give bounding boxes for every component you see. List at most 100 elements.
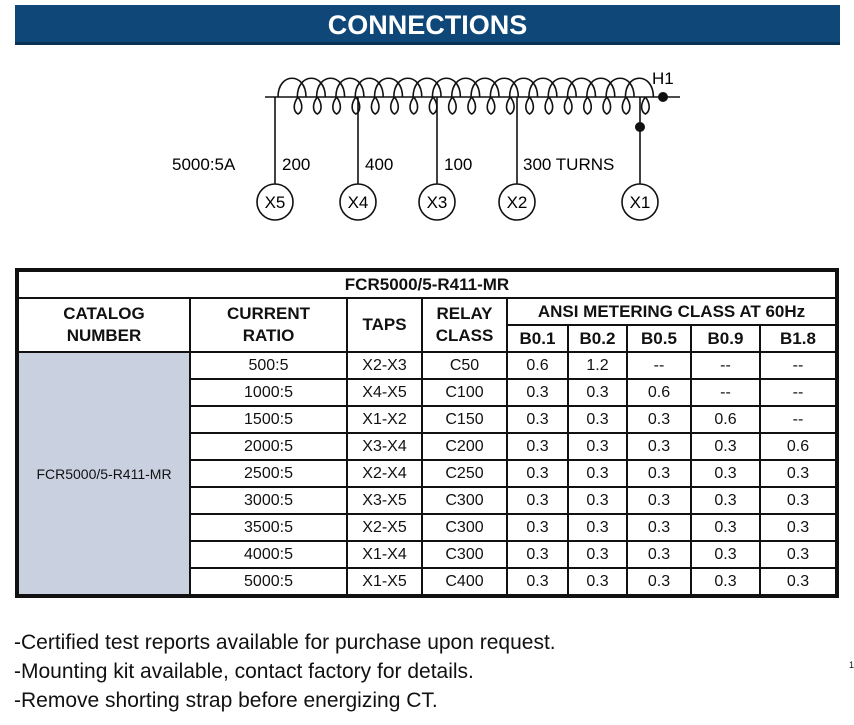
table-cell: 0.3 [759, 459, 838, 488]
table-cell: C250 [421, 459, 508, 488]
ratings-table: FCR5000/5-R411-MR CATALOG NUMBER CURRENT… [15, 268, 839, 598]
col-relay: RELAY CLASS [421, 297, 508, 353]
table-cell: 0.3 [626, 567, 692, 597]
coil-loop [315, 77, 346, 115]
coil-loop [277, 77, 307, 115]
terminal-circle [256, 183, 294, 221]
table-cell: X3-X4 [346, 432, 423, 461]
col-ansi: ANSI METERING CLASS AT 60Hz [506, 297, 838, 326]
page-mark: 1 [849, 660, 854, 670]
coil-loop [373, 77, 404, 115]
table-cell: 0.3 [506, 432, 569, 461]
table-cell: 0.3 [506, 513, 569, 542]
table-cell: C300 [421, 513, 508, 542]
turns-label: 400 [365, 155, 393, 174]
terminal-circle [621, 183, 659, 221]
coil-loop [547, 77, 577, 115]
table-cell: 0.3 [690, 432, 761, 461]
table-cell: 0.3 [567, 378, 628, 407]
table-cell: -- [626, 351, 692, 380]
table-cell: X1-X2 [346, 405, 423, 434]
table-cell: C50 [421, 351, 508, 380]
terminal-label: X1 [630, 193, 651, 212]
table-cell: 0.3 [567, 540, 628, 569]
table-cell: C400 [421, 567, 508, 597]
table-cell: 1.2 [567, 351, 628, 380]
note: -Certified test reports available for pu… [14, 631, 556, 654]
col-burden: B1.8 [759, 324, 838, 353]
table-cell: C150 [421, 405, 508, 434]
table-cell: 500:5 [189, 351, 348, 380]
table-cell: 0.3 [690, 567, 761, 597]
table-cell: 0.3 [626, 432, 692, 461]
table-cell: C100 [421, 378, 508, 407]
col-ratio: CURRENT RATIO [189, 297, 348, 353]
col-burden: B0.1 [506, 324, 569, 353]
table-cell: 0.3 [567, 405, 628, 434]
table-cell: X2-X5 [346, 513, 423, 542]
table-cell: 0.3 [759, 513, 838, 542]
coil-loop [354, 77, 384, 115]
coil-loop [586, 77, 616, 115]
table-cell: 0.3 [506, 405, 569, 434]
coil-loop [296, 77, 327, 115]
table-cell: 3000:5 [189, 486, 348, 515]
table-cell: 0.3 [759, 540, 838, 569]
table-cell: 0.6 [759, 432, 838, 461]
table-cell: 1500:5 [189, 405, 348, 434]
table-cell: 5000:5 [189, 567, 348, 597]
table-cell: 0.3 [690, 540, 761, 569]
terminal-circle [498, 183, 536, 221]
table-cell: X2-X4 [346, 459, 423, 488]
ratio-label: 5000:5A [172, 155, 236, 174]
table-cell: 0.3 [759, 567, 838, 597]
coil-loop [393, 77, 423, 115]
table-cell: 0.6 [626, 378, 692, 407]
table-cell: -- [759, 351, 838, 380]
table-cell: 0.6 [506, 351, 569, 380]
h1-label: H1 [652, 69, 674, 88]
table-cell: 0.3 [506, 486, 569, 515]
table-cell: 0.3 [759, 486, 838, 515]
table-cell: 3500:5 [189, 513, 348, 542]
note: -Remove shorting strap before energizing… [14, 689, 438, 712]
table-cell: 0.3 [506, 459, 569, 488]
coil-loop [489, 77, 520, 115]
turns-label: 200 [282, 155, 310, 174]
col-burden: B0.2 [567, 324, 628, 353]
turns-label: 100 [444, 155, 472, 174]
terminal-label: X5 [265, 193, 286, 212]
coil-loop [624, 77, 655, 115]
table-cell: 0.3 [567, 486, 628, 515]
terminal-label: X2 [507, 193, 528, 212]
terminal-circle [339, 183, 377, 221]
terminal-label: X3 [427, 193, 448, 212]
table-cell: 0.3 [690, 459, 761, 488]
coil-loop [470, 77, 500, 115]
table-cell: 0.3 [567, 567, 628, 597]
coil-loop [431, 77, 462, 115]
table-cell: X1-X5 [346, 567, 423, 597]
coil-loop [605, 77, 635, 115]
notes: -Certified test reports available for pu… [14, 628, 556, 715]
table-cell: X4-X5 [346, 378, 423, 407]
coil-loop [508, 77, 539, 115]
catalog-number-cell: FCR5000/5-R411-MR [16, 351, 191, 597]
table-title: FCR5000/5-R411-MR [16, 269, 838, 299]
table-cell: 0.3 [567, 513, 628, 542]
col-taps: TAPS [346, 297, 423, 353]
table-cell: C300 [421, 486, 508, 515]
table-cell: 0.3 [626, 459, 692, 488]
table-cell: 0.3 [690, 486, 761, 515]
turns-label: 300 TURNS [523, 155, 614, 174]
